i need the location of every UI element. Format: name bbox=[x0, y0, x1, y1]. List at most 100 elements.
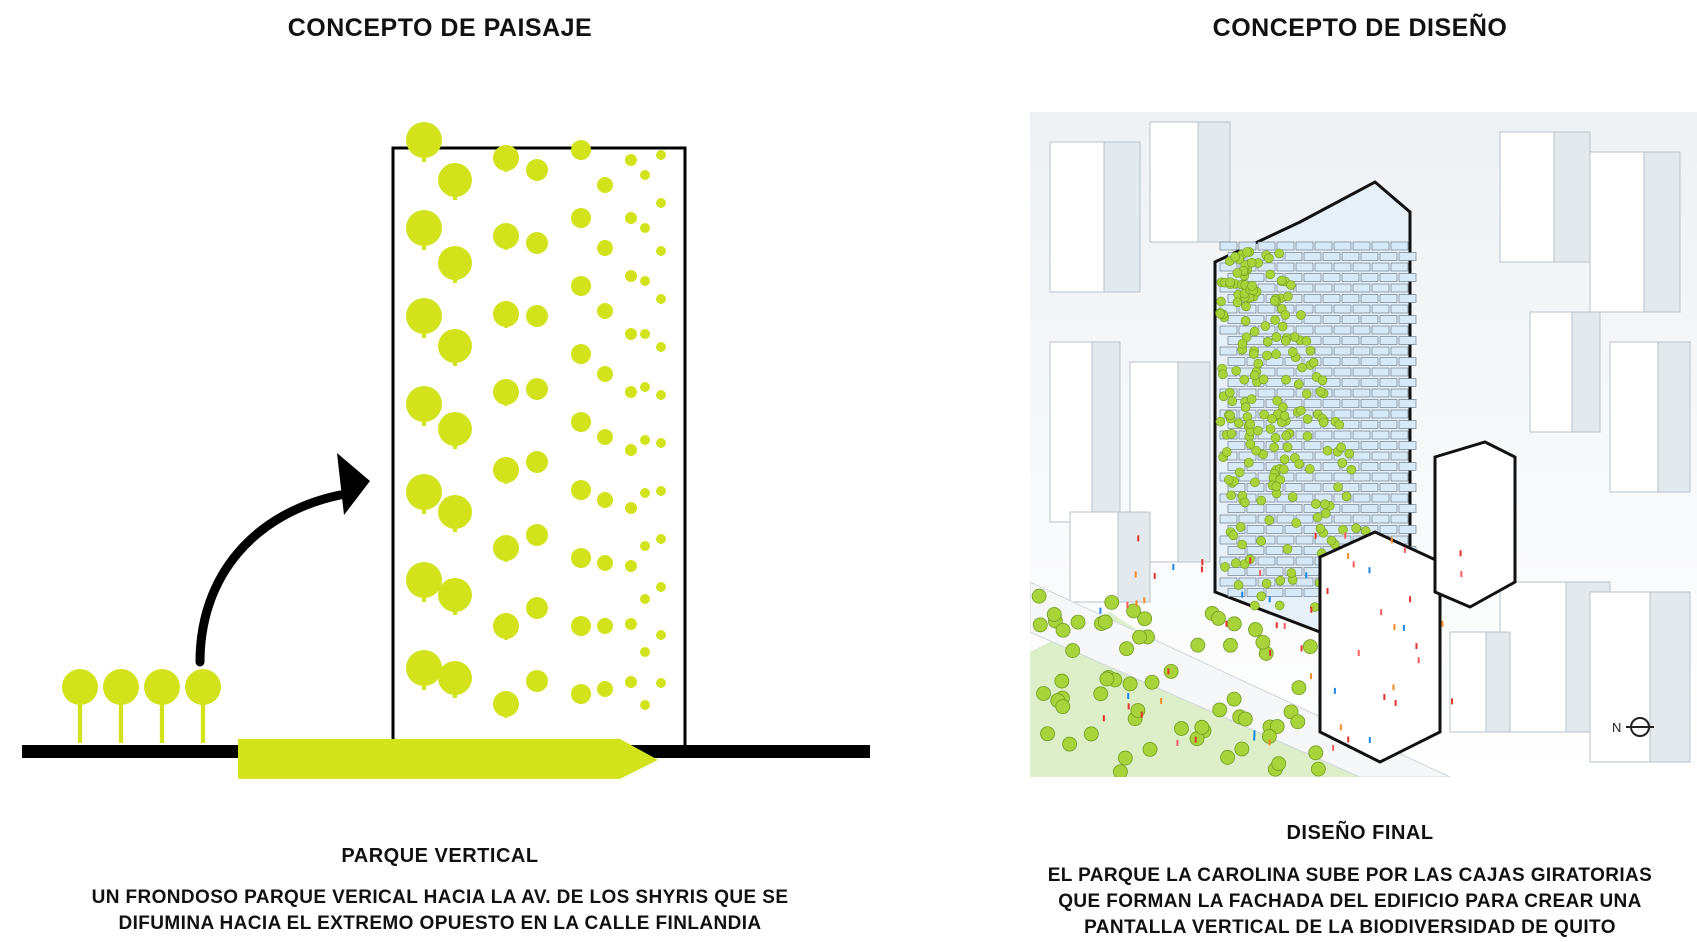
facade-box bbox=[1322, 252, 1341, 261]
facade-box bbox=[1276, 535, 1295, 545]
person-marker bbox=[1241, 591, 1244, 598]
tree-icon bbox=[656, 678, 666, 688]
facade-tree bbox=[1281, 430, 1292, 441]
facade-tree bbox=[1226, 428, 1237, 439]
facade-box bbox=[1246, 504, 1265, 513]
facade-box bbox=[1352, 409, 1371, 419]
facade-tree bbox=[1246, 257, 1257, 268]
facade-tree bbox=[1279, 411, 1290, 421]
tree-icon bbox=[438, 246, 472, 283]
facade-tree bbox=[1251, 445, 1261, 456]
park-trees bbox=[1031, 588, 1326, 780]
facade-box bbox=[1265, 378, 1284, 387]
park-tree bbox=[1226, 616, 1242, 632]
park-tree bbox=[1137, 611, 1153, 627]
facade-tree bbox=[1225, 387, 1235, 398]
facade-box bbox=[1276, 514, 1295, 524]
park-tree bbox=[1122, 676, 1138, 692]
facade-box bbox=[1333, 346, 1352, 356]
facade-box bbox=[1265, 525, 1284, 534]
facade-box bbox=[1341, 252, 1360, 261]
landscape-concept-description: UN FRONDOSO PARQUE VERICAL HACIA LA AV. … bbox=[20, 885, 860, 937]
facade-tree bbox=[1240, 316, 1251, 326]
tree-icon bbox=[571, 616, 591, 636]
description-line: PANTALLA VERTICAL DE LA BIODIVERSIDAD DE… bbox=[1084, 917, 1616, 938]
park-tree bbox=[1055, 699, 1071, 715]
facade-box bbox=[1398, 504, 1417, 513]
person-marker bbox=[1259, 569, 1262, 576]
facade-box bbox=[1379, 462, 1398, 471]
person-marker bbox=[1417, 657, 1420, 664]
facade-box bbox=[1314, 304, 1333, 314]
park-tree bbox=[1212, 702, 1228, 718]
facade-tree bbox=[1274, 600, 1285, 611]
person-marker bbox=[1225, 620, 1228, 627]
tree-icon bbox=[493, 535, 519, 562]
facade-tree bbox=[1296, 310, 1306, 320]
person-marker bbox=[1099, 607, 1102, 614]
facade-box bbox=[1390, 325, 1409, 335]
facade-tree bbox=[1239, 374, 1250, 385]
facade-tree bbox=[1270, 315, 1280, 325]
person-marker bbox=[1451, 698, 1454, 705]
person-marker bbox=[1344, 532, 1347, 539]
tree-icon bbox=[571, 140, 591, 160]
person-marker bbox=[1347, 552, 1350, 559]
facade-box bbox=[1341, 378, 1360, 387]
facade-box bbox=[1352, 325, 1371, 335]
facade-tree bbox=[1242, 247, 1252, 257]
tree-icon bbox=[526, 159, 548, 181]
tree-icon bbox=[526, 232, 548, 254]
facade-tree bbox=[1283, 291, 1293, 302]
tree-icon bbox=[625, 560, 637, 572]
facade-tree bbox=[1320, 508, 1331, 519]
facade-tree bbox=[1265, 424, 1276, 434]
facade-tree bbox=[1291, 518, 1302, 528]
facade-box bbox=[1219, 346, 1238, 356]
facade-tree bbox=[1277, 321, 1288, 332]
facade-tree bbox=[1320, 499, 1330, 509]
facade-box bbox=[1379, 399, 1398, 408]
facade-box bbox=[1276, 262, 1295, 272]
facade-box bbox=[1379, 252, 1398, 261]
facade-box bbox=[1341, 420, 1360, 429]
facade-box bbox=[1371, 367, 1390, 377]
facade-tree bbox=[1271, 332, 1282, 342]
facade-tree bbox=[1264, 253, 1274, 263]
facade-tree bbox=[1248, 349, 1259, 359]
person-marker bbox=[1253, 730, 1256, 737]
facade-box bbox=[1398, 273, 1417, 282]
facade-box bbox=[1303, 294, 1322, 303]
facade-box bbox=[1379, 315, 1398, 324]
facade-box bbox=[1303, 273, 1322, 282]
person-marker bbox=[1102, 715, 1105, 722]
facade-box bbox=[1390, 304, 1409, 314]
facade-tree bbox=[1244, 457, 1254, 468]
facade-box bbox=[1246, 273, 1265, 282]
facade-tree bbox=[1318, 417, 1329, 428]
tree-icon bbox=[597, 177, 613, 193]
person-marker bbox=[1402, 624, 1405, 631]
tree-icon bbox=[438, 412, 472, 449]
facade-box bbox=[1379, 357, 1398, 366]
tree-icon bbox=[571, 480, 591, 500]
facade-box bbox=[1360, 462, 1379, 471]
facade-tree bbox=[1322, 445, 1333, 456]
facade-box bbox=[1257, 304, 1276, 314]
facade-tree bbox=[1222, 447, 1232, 457]
facade-tree bbox=[1223, 474, 1234, 485]
facade-box bbox=[1379, 294, 1398, 303]
tree-icon bbox=[493, 223, 519, 250]
tree-icon bbox=[526, 670, 548, 692]
facade-tree bbox=[1232, 297, 1243, 308]
facade-tree bbox=[1233, 580, 1244, 590]
facade-box bbox=[1360, 399, 1379, 408]
person-marker bbox=[1403, 547, 1406, 554]
person-marker bbox=[1352, 561, 1355, 568]
facade-tree bbox=[1256, 536, 1266, 546]
facade-tree bbox=[1341, 491, 1352, 502]
facade-tree bbox=[1271, 349, 1281, 360]
tree-icon bbox=[640, 382, 650, 392]
facade-box bbox=[1219, 325, 1238, 335]
facade-box bbox=[1379, 336, 1398, 345]
